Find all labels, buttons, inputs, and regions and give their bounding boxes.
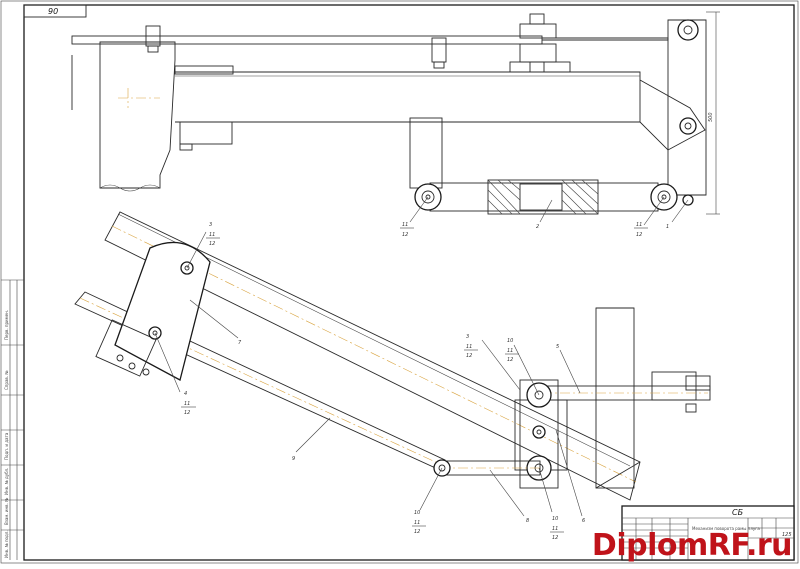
- watermark-part1: Diplom: [591, 528, 708, 563]
- site-watermark: DiplomRF.ru: [591, 528, 793, 563]
- callout-11-b4: 11: [184, 401, 190, 407]
- inner-frame: [23, 4, 795, 561]
- callout-12-right-b: 12: [552, 535, 558, 541]
- callout-11-mid2: 11: [507, 348, 513, 354]
- callout-12-b4: 12: [184, 410, 190, 416]
- callout-2: 2: [536, 224, 539, 230]
- dimension-500: 500: [708, 112, 714, 122]
- side-label-3: Инв. № дубл.: [4, 468, 9, 495]
- callout-4: 4: [184, 391, 187, 397]
- corner-stamp: 90: [23, 4, 87, 18]
- side-strip: Перв. примен. Справ. № Подп. и дата Инв.…: [1, 279, 24, 560]
- callout-3-mid: 3: [466, 334, 469, 340]
- callout-10-bottom: 10: [414, 510, 420, 516]
- callout-12-mid: 12: [466, 353, 472, 359]
- callout-12-top: 12: [209, 241, 215, 247]
- callout-5: 5: [556, 344, 559, 350]
- callout-12-bottom: 12: [414, 529, 420, 535]
- callout-12-mid2: 12: [507, 357, 513, 363]
- callout-6: 6: [582, 518, 585, 524]
- callout-7: 7: [238, 340, 242, 346]
- bottom-view: 3 11 12 7 4 11 12 9 3 11 12 10 11 12 5 1…: [74, 211, 711, 541]
- watermark-part2: RF: [707, 528, 747, 563]
- callout-1: 1: [666, 224, 669, 230]
- side-label-0: Справ. №: [4, 371, 9, 390]
- title-designation: СБ: [732, 508, 744, 517]
- side-label-4: Взам. инв. №: [4, 498, 9, 525]
- callout-11-bottom: 11: [414, 520, 420, 526]
- title-sheet-count: 125: [782, 532, 792, 538]
- top-view: 500 11 12 11 12 2 1: [71, 11, 720, 238]
- callout-11-left: 11: [402, 222, 408, 228]
- side-label-1: Перв. примен.: [4, 310, 9, 340]
- watermark-part3: .ru: [745, 528, 793, 563]
- callout-11-mid: 11: [466, 344, 472, 350]
- callout-3-top: 3: [209, 222, 212, 228]
- corner-stamp-text: 90: [48, 7, 58, 16]
- callout-11-right-b: 11: [552, 526, 558, 532]
- callout-12-left: 12: [402, 232, 408, 238]
- title-name: Механизм поворота рамы плуга: [692, 526, 760, 531]
- callout-8: 8: [526, 518, 529, 524]
- callout-10-right: 10: [552, 516, 558, 522]
- callout-9: 9: [292, 456, 295, 462]
- callout-11-top: 11: [209, 232, 215, 238]
- side-label-6: Инв. № подл.: [4, 530, 9, 558]
- callout-10-mid: 10: [507, 338, 513, 344]
- title-block: СБ Механизм поворота рамы плуга 125: [621, 505, 795, 561]
- side-label-2: Подп. и дата: [4, 432, 9, 460]
- callout-11-right: 11: [636, 222, 642, 228]
- callout-12-right: 12: [636, 232, 642, 238]
